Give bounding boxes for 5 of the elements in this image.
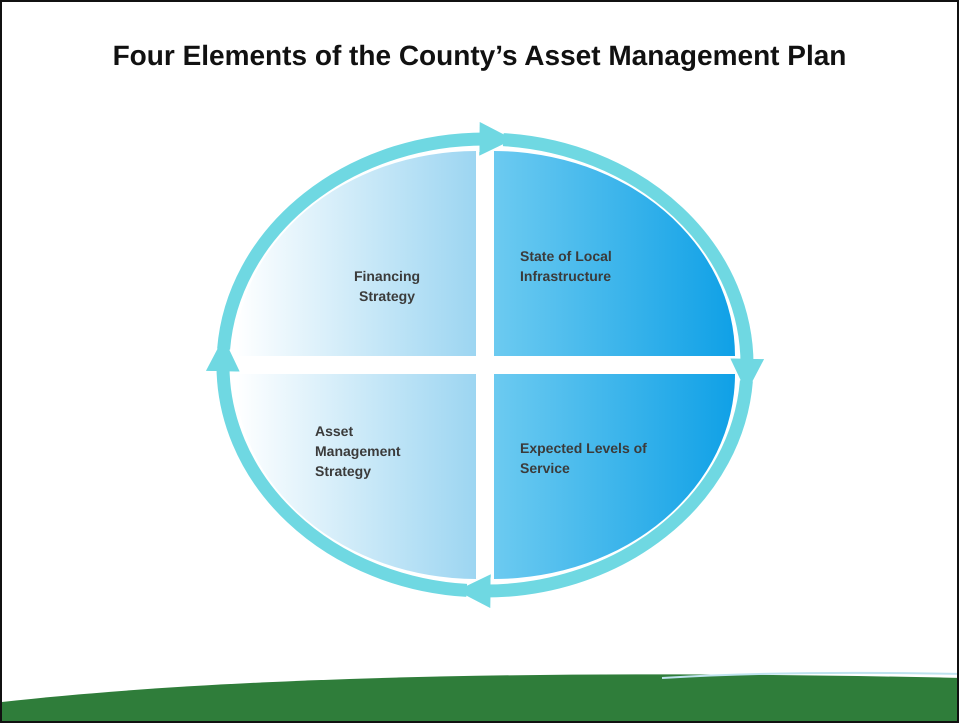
segment-label: Asset Management Strategy xyxy=(315,422,402,481)
segment-label: Expected Levels of Service xyxy=(520,439,648,478)
segment-label: Financing Strategy xyxy=(352,267,422,306)
title: Four Elements of the County’s Asset Management Plan xyxy=(112,40,848,72)
segment-label: State of Local Infrastructure xyxy=(520,247,613,286)
